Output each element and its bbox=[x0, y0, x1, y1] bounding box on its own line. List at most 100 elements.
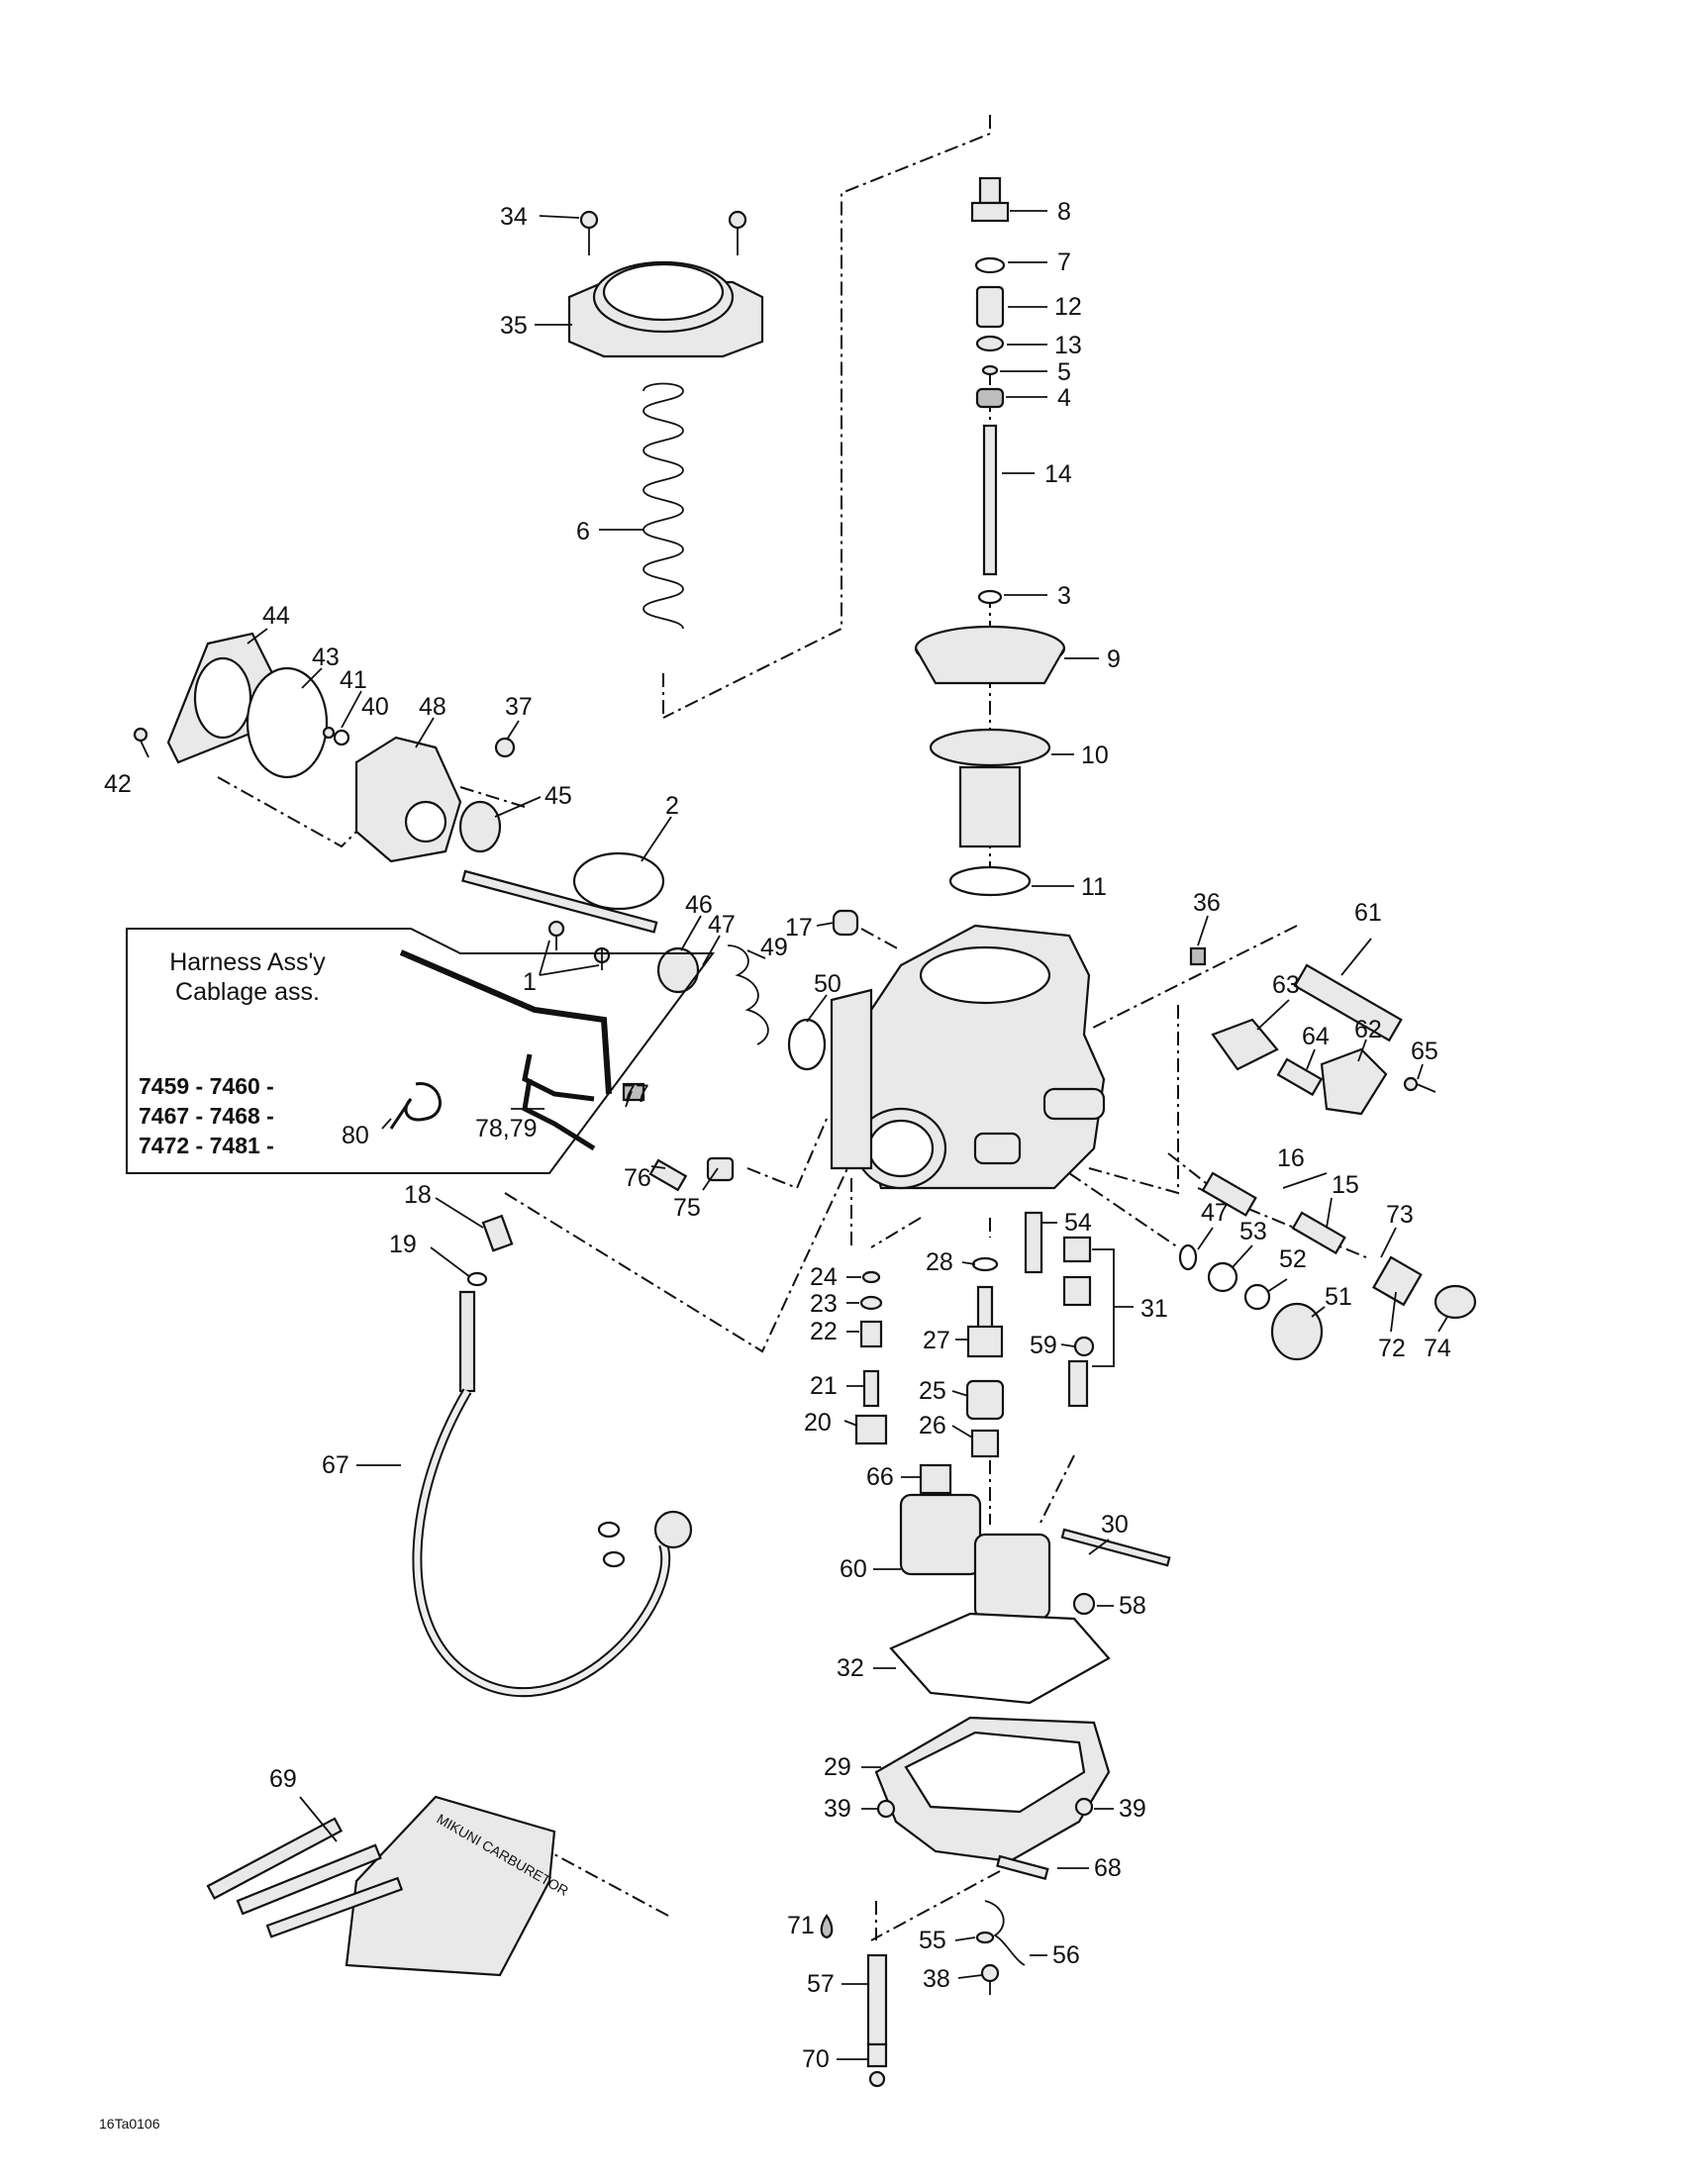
cover-62 bbox=[1320, 1047, 1388, 1116]
screws-1 bbox=[547, 920, 611, 970]
callout-17: 17 bbox=[785, 914, 813, 942]
callout-10: 10 bbox=[1081, 742, 1109, 769]
harness-models-line2: 7467 - 7468 - bbox=[139, 1103, 274, 1129]
callout-28: 28 bbox=[926, 1248, 953, 1276]
fitting-76 bbox=[648, 1158, 688, 1192]
nut-72 bbox=[1371, 1255, 1423, 1307]
leader-lines bbox=[247, 210, 1448, 2060]
seal-46 bbox=[656, 946, 700, 994]
slide-spring bbox=[643, 382, 684, 630]
harness-box-text: Harness Ass'y Cablage ass. 7459 - 7460 -… bbox=[139, 948, 326, 1158]
washer-53 bbox=[1207, 1261, 1238, 1293]
washer-40 bbox=[333, 729, 350, 746]
callout-54: 54 bbox=[1064, 1209, 1092, 1237]
butterfly-plate-2 bbox=[572, 851, 665, 911]
callout-5: 5 bbox=[1057, 358, 1071, 386]
callout-20: 20 bbox=[804, 1409, 832, 1437]
callout-55: 55 bbox=[919, 1927, 946, 1954]
callout-21: 21 bbox=[810, 1372, 838, 1400]
callout-43: 43 bbox=[312, 644, 340, 671]
callout-59: 59 bbox=[1030, 1332, 1057, 1359]
callout-2: 2 bbox=[665, 792, 679, 820]
harness-title-line1: Harness Ass'y bbox=[169, 948, 326, 976]
callout-23: 23 bbox=[810, 1290, 838, 1318]
screw-58 bbox=[1072, 1592, 1096, 1616]
slide-valve bbox=[929, 728, 1051, 848]
pin-30 bbox=[1060, 1528, 1171, 1567]
callout-14: 14 bbox=[1044, 460, 1072, 488]
cover-screw-left bbox=[579, 210, 599, 255]
tool-kit-69: MIKUNI CARBURETOR bbox=[206, 1795, 571, 1977]
harness-box bbox=[126, 928, 715, 1174]
callout-16: 16 bbox=[1277, 1144, 1305, 1172]
cover-screw-right bbox=[728, 210, 747, 255]
callout-57: 57 bbox=[807, 1970, 835, 1998]
callout-40: 40 bbox=[361, 693, 389, 721]
spring-49 bbox=[727, 944, 769, 1045]
callout-60: 60 bbox=[840, 1555, 867, 1583]
callout-48: 48 bbox=[419, 693, 446, 721]
callout-76: 76 bbox=[624, 1164, 651, 1192]
callout-71: 71 bbox=[787, 1912, 815, 1939]
screw-38 bbox=[980, 1963, 1000, 1995]
callout-9: 9 bbox=[1107, 645, 1121, 673]
gasket-44 bbox=[166, 632, 274, 764]
figure-id: 16Ta0106 bbox=[99, 2116, 160, 2132]
callout-78-79: 78,79 bbox=[475, 1115, 538, 1142]
callout-6: 6 bbox=[576, 518, 590, 546]
callout-13: 13 bbox=[1054, 332, 1082, 359]
callout-46: 46 bbox=[685, 891, 713, 919]
callout-73: 73 bbox=[1386, 1201, 1414, 1229]
drop-71 bbox=[820, 1914, 834, 1939]
callout-22: 22 bbox=[810, 1318, 838, 1345]
callout-47a: 47 bbox=[708, 911, 736, 939]
callout-29: 29 bbox=[824, 1753, 851, 1781]
o-ring-11 bbox=[948, 865, 1032, 897]
callout-72: 72 bbox=[1378, 1335, 1406, 1362]
callout-62: 62 bbox=[1354, 1016, 1382, 1043]
callout-45: 45 bbox=[544, 782, 572, 810]
cap-51 bbox=[1270, 1302, 1324, 1361]
callout-74: 74 bbox=[1424, 1335, 1451, 1362]
spring-64 bbox=[1276, 1057, 1324, 1097]
tube-61 bbox=[1293, 963, 1403, 1042]
o-ring-47b bbox=[1178, 1243, 1198, 1271]
shaft-45 bbox=[458, 800, 658, 934]
harness-models-line3: 7472 - 7481 - bbox=[139, 1133, 274, 1158]
callout-8: 8 bbox=[1057, 198, 1071, 226]
screw-36 bbox=[1189, 946, 1207, 966]
callout-39-left: 39 bbox=[824, 1795, 851, 1823]
callout-38: 38 bbox=[923, 1965, 950, 1993]
screw-42 bbox=[133, 727, 149, 758]
callout-65: 65 bbox=[1411, 1038, 1438, 1065]
callout-7: 7 bbox=[1057, 248, 1071, 276]
spring-18 bbox=[481, 1214, 514, 1252]
callout-68: 68 bbox=[1094, 1854, 1122, 1882]
carburetor-body bbox=[830, 924, 1106, 1190]
callout-69: 69 bbox=[269, 1765, 297, 1793]
callout-37: 37 bbox=[505, 693, 533, 721]
callout-27: 27 bbox=[923, 1327, 950, 1354]
screw-39-left bbox=[876, 1799, 896, 1819]
jets bbox=[854, 1211, 1095, 1495]
callout-15: 15 bbox=[1332, 1171, 1359, 1199]
callout-labels: 34 35 6 8 7 12 13 5 4 14 3 9 10 11 44 43… bbox=[104, 198, 1451, 2073]
callout-39-right: 39 bbox=[1119, 1795, 1146, 1823]
spring-15 bbox=[1291, 1211, 1346, 1255]
harness-title-line2: Cablage ass. bbox=[175, 978, 320, 1006]
callout-61: 61 bbox=[1354, 899, 1382, 927]
callout-53: 53 bbox=[1239, 1218, 1267, 1245]
callout-51: 51 bbox=[1325, 1283, 1352, 1311]
clip-56 bbox=[984, 1900, 1026, 1966]
cover-48 bbox=[354, 736, 462, 863]
callout-44: 44 bbox=[262, 602, 290, 630]
clip-52 bbox=[1243, 1283, 1271, 1311]
screw-65 bbox=[1403, 1076, 1436, 1093]
callout-47b: 47 bbox=[1201, 1199, 1229, 1227]
float-bowl-29 bbox=[874, 1716, 1111, 1863]
callout-36: 36 bbox=[1193, 889, 1221, 917]
o-ring-50 bbox=[787, 1018, 827, 1071]
callout-12: 12 bbox=[1054, 293, 1082, 321]
callout-24: 24 bbox=[810, 1263, 838, 1291]
